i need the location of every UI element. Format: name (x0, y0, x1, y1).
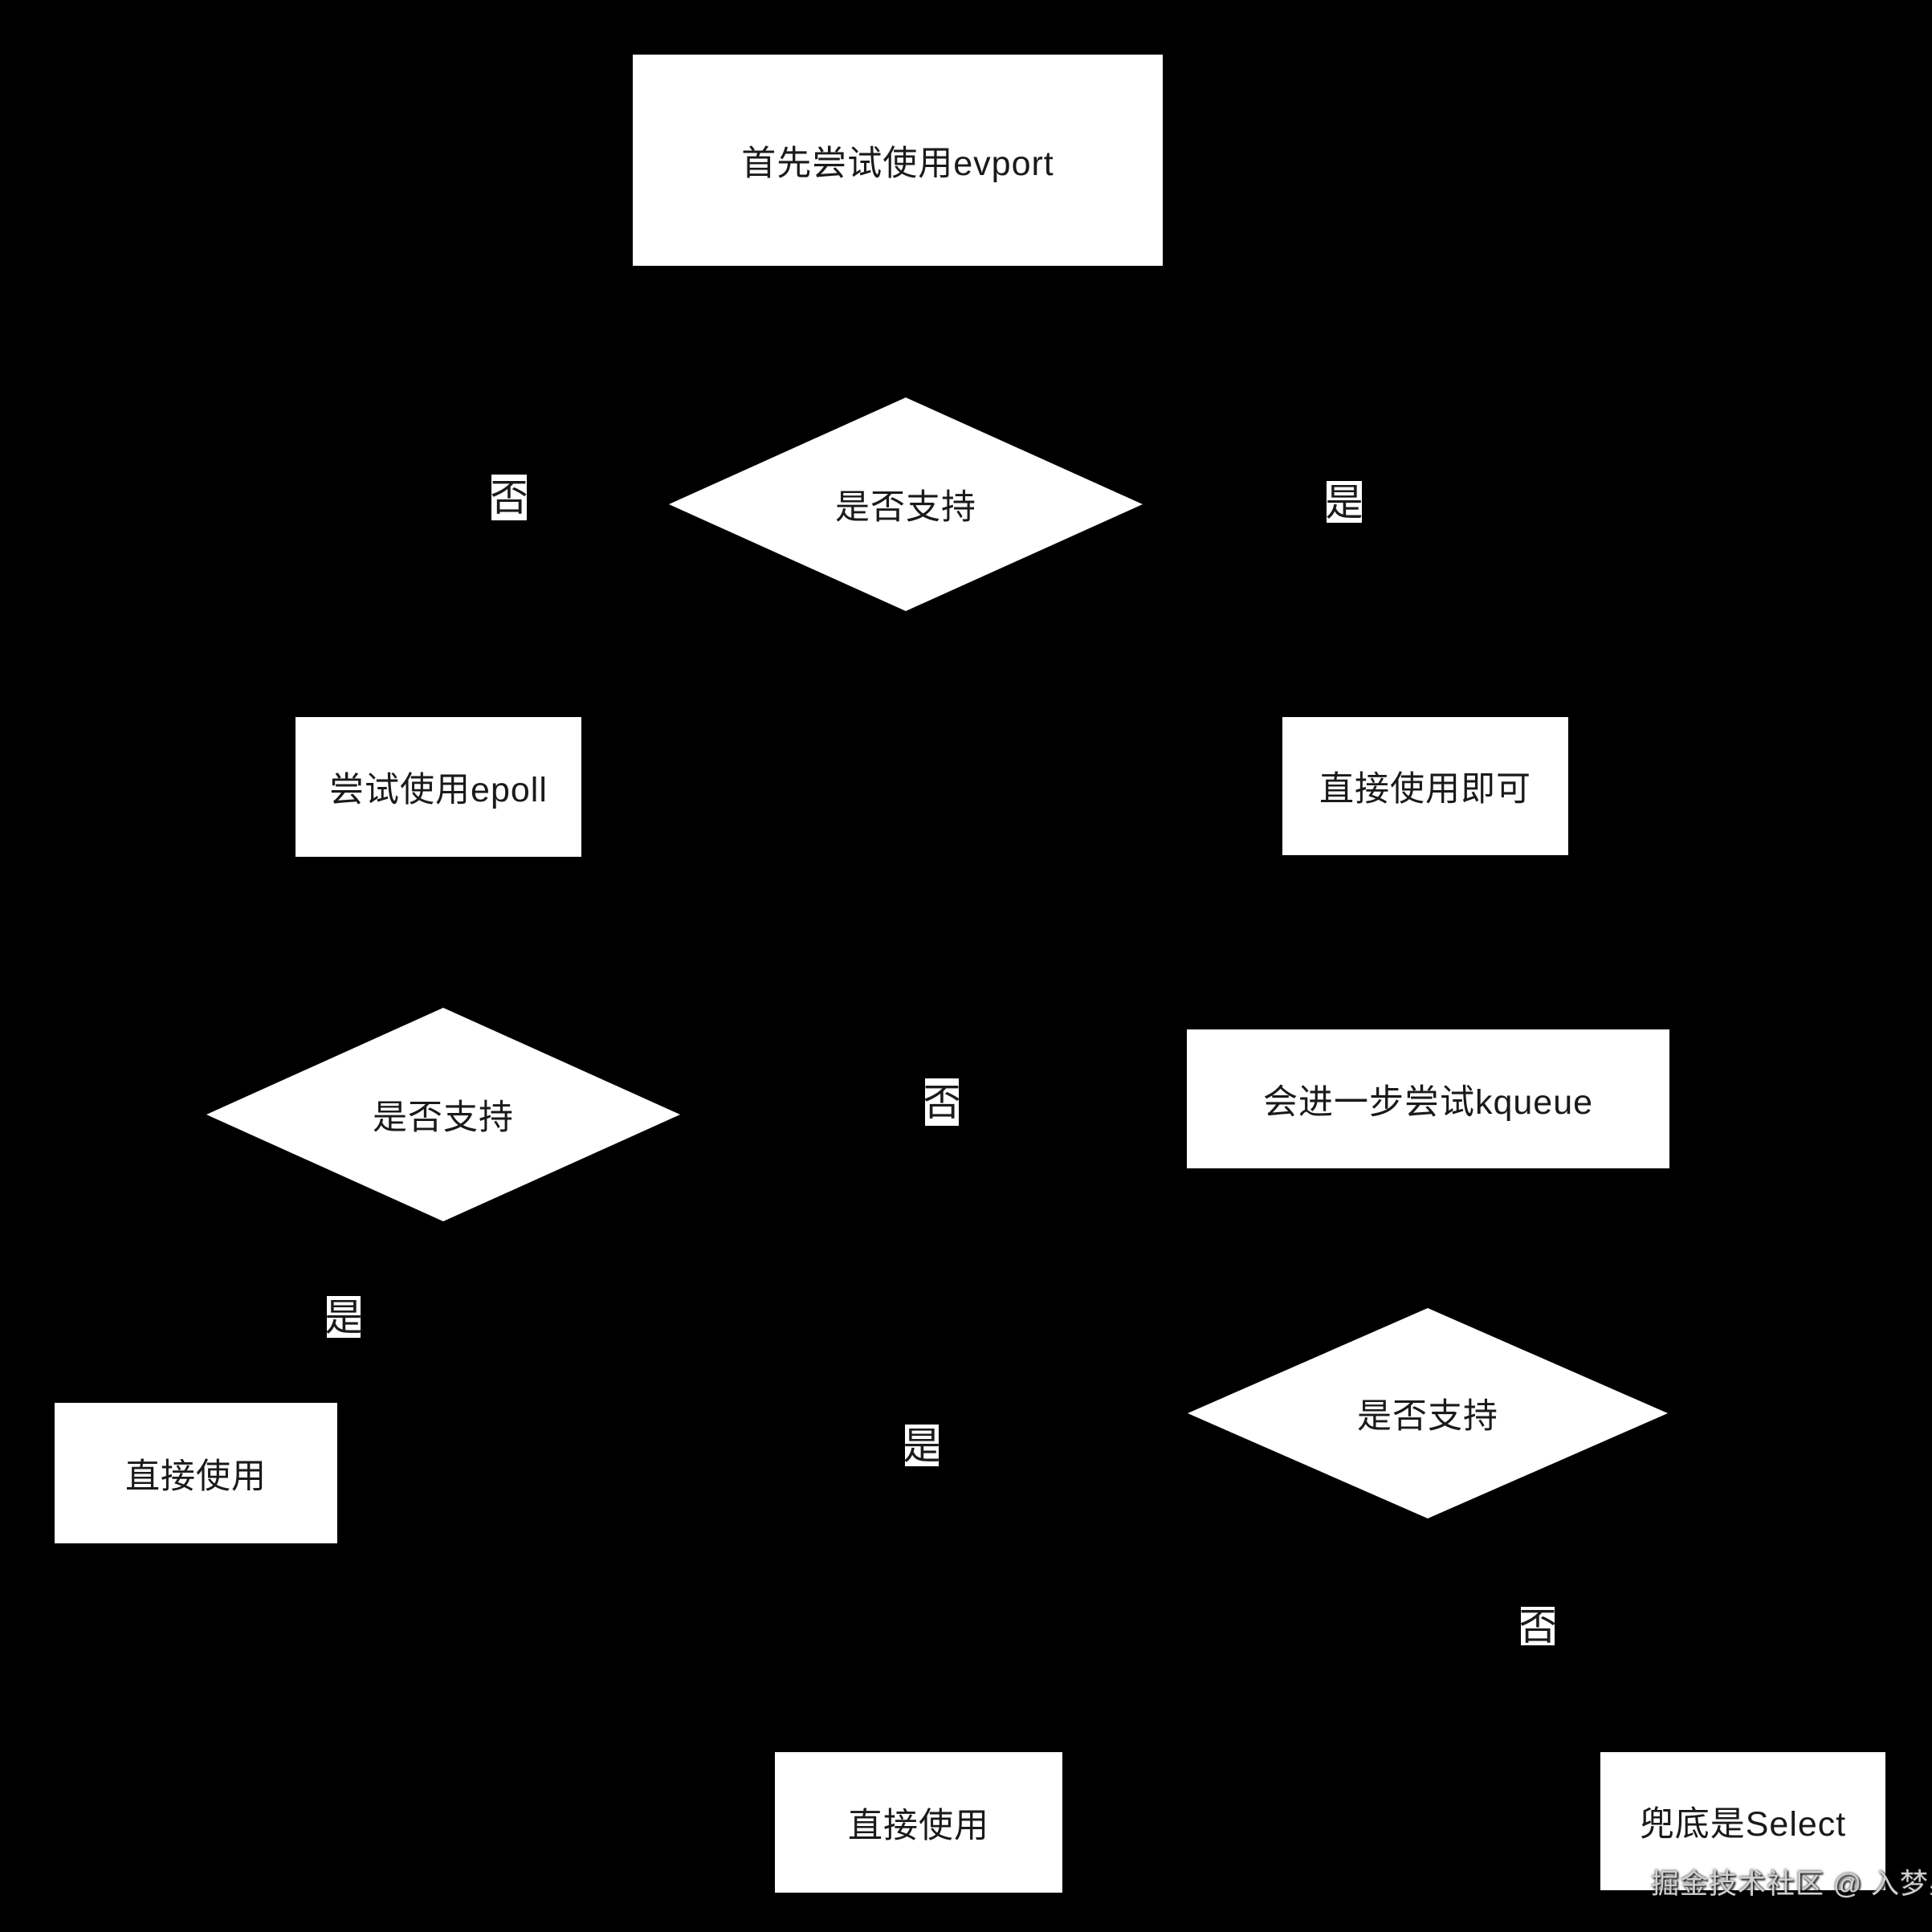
process-use-directly-ok: 直接使用即可 (1282, 717, 1568, 855)
decision-epoll-support-label: 是否支持 (373, 1098, 514, 1137)
decision-evport-support-label: 是否支持 (835, 488, 976, 527)
process-use-directly-ok-label: 直接使用即可 (1319, 770, 1531, 809)
edge-label-yes-3: 是 (905, 1425, 939, 1466)
process-use-directly-3-label: 直接使用 (848, 1806, 989, 1845)
decision-evport-support: 是否支持 (669, 397, 1143, 611)
process-start-label: 首先尝试使用evport (741, 144, 1054, 183)
edge-label-yes-2-label: 是 (327, 1296, 361, 1338)
process-use-directly-3: 直接使用 (775, 1752, 1062, 1893)
edge-label-no-2-label: 否 (925, 1081, 959, 1123)
process-fallback-select-label: 兜底是Select (1639, 1805, 1847, 1844)
decision-epoll-support: 是否支持 (206, 1008, 680, 1221)
process-use-directly-2-label: 直接使用 (125, 1457, 267, 1496)
edge-label-no-2: 否 (925, 1078, 959, 1126)
edge-label-no-1: 否 (491, 475, 527, 520)
edge-label-no-1-label: 否 (491, 476, 527, 519)
process-start: 首先尝试使用evport (633, 55, 1163, 266)
edge-label-no-3-label: 否 (1521, 1607, 1555, 1645)
process-try-kqueue-label: 会进一步尝试kqueue (1262, 1082, 1594, 1122)
decision-kqueue-support-label: 是否支持 (1357, 1397, 1498, 1436)
edge-label-yes-2: 是 (327, 1296, 361, 1338)
process-fallback-select: 兜底是Select (1600, 1752, 1885, 1890)
edge-label-yes-1: 是 (1327, 481, 1362, 523)
process-try-epoll: 尝试使用epoll (296, 717, 581, 857)
edge-label-yes-1-label: 是 (1327, 481, 1362, 523)
edge-label-no-3: 否 (1521, 1607, 1555, 1645)
process-try-epoll-label: 尝试使用epoll (329, 771, 548, 809)
process-use-directly-2: 直接使用 (55, 1403, 337, 1543)
watermark-text: 掘金技术社区 @ 入梦星河 (1651, 1869, 1932, 1900)
decision-kqueue-support: 是否支持 (1188, 1308, 1668, 1518)
process-try-kqueue: 会进一步尝试kqueue (1187, 1029, 1669, 1168)
edge-label-yes-3-label: 是 (905, 1425, 939, 1466)
